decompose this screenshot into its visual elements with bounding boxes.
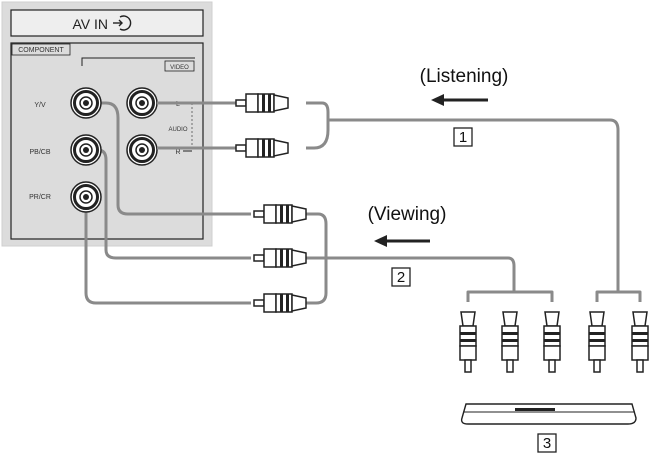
- jack-label-pr: PR/CR: [29, 194, 51, 201]
- plug-video-pb: [253, 248, 307, 268]
- jack-audio-right: [125, 133, 159, 167]
- device-plug-audio-r: [631, 311, 649, 373]
- device-plug-y: [459, 311, 477, 373]
- jack-label-right: R: [175, 149, 180, 156]
- callout-component-cable: 2: [391, 267, 411, 287]
- plug-video-pr: [253, 293, 307, 313]
- callout-audio-cable: 1: [453, 127, 473, 147]
- viewing-caption: (Viewing): [368, 204, 447, 225]
- jack-y: [69, 86, 103, 120]
- jack-audio-left: [125, 86, 159, 120]
- component-label: COMPONENT: [18, 47, 64, 54]
- audio-label: AUDIO: [168, 127, 187, 133]
- input-arrow-icon: [113, 15, 132, 31]
- svg-text:3: 3: [543, 435, 551, 452]
- listening-caption: (Listening): [420, 66, 509, 87]
- jack-label-pb: PB/CB: [29, 149, 50, 156]
- device-plug-pb: [501, 311, 519, 373]
- jack-label-y: Y/V: [34, 102, 46, 109]
- svg-text:2: 2: [397, 269, 405, 286]
- plug-video-y: [253, 204, 307, 224]
- listening-arrow-icon: [431, 94, 488, 106]
- viewing-arrow-icon: [374, 235, 430, 247]
- jack-pr: [69, 180, 103, 214]
- jack-pb: [69, 133, 103, 167]
- callout-device: 3: [537, 433, 557, 453]
- panel-title: AV IN: [72, 16, 108, 32]
- video-label: VIDEO: [170, 65, 189, 71]
- plug-audio-left: [235, 93, 289, 113]
- device-plug-pr: [543, 311, 561, 373]
- svg-text:1: 1: [459, 129, 467, 146]
- device-plug-audio-l: [588, 311, 606, 373]
- source-device: [460, 403, 637, 425]
- plug-audio-right: [235, 138, 289, 158]
